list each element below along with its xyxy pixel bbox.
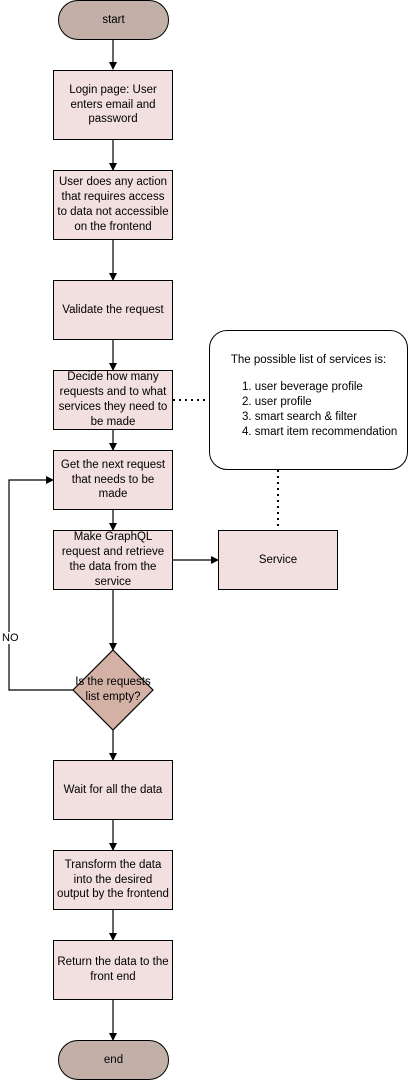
decision-diamond [72,649,154,731]
services-note-title: The possible list of services is: [230,354,387,366]
transform-step-label: Transform the data into the desired outp… [57,858,169,901]
login-step-label: Login page: User enters email and passwo… [69,83,157,126]
decide-step: Decide how many requests and to what ser… [53,370,173,430]
services-list-item: 1. user beverage profile [242,381,363,393]
validate-step-label: Validate the request [62,303,164,316]
services-list: 1. user beverage profile 2. user profile… [242,380,397,440]
login-step: Login page: User enters email and passwo… [53,70,173,140]
services-list-item: 4. smart item recommendation [242,426,398,438]
next-request-step-label: Get the next request that needs to be ma… [60,458,166,501]
service-label: Service [258,553,298,566]
decide-step-label: Decide how many requests and to what ser… [58,371,168,428]
graphql-request-step: Make GraphQL request and retrieve the da… [53,530,173,590]
user-action-step-label: User does any action that requires acces… [57,176,169,233]
graphql-request-step-label: Make GraphQL request and retrieve the da… [61,531,165,588]
wait-step-label: Wait for all the data [63,783,163,796]
return-step: Return the data to the front end [53,940,173,1000]
services-note: The possible list of services is: 1. use… [209,330,408,470]
next-request-step: Get the next request that needs to be ma… [53,450,173,510]
no-edge-label: NO [1,632,20,644]
end-terminal: end [58,1040,169,1080]
validate-step: Validate the request [53,280,173,340]
wait-step: Wait for all the data [53,760,173,820]
start-terminal: start [58,0,169,40]
transform-step: Transform the data into the desired outp… [53,850,173,910]
user-action-step: User does any action that requires acces… [53,170,173,240]
end-label: end [103,1053,124,1066]
return-step-label: Return the data to the front end [57,956,169,983]
service-box: Service [218,530,338,590]
services-list-item: 2. user profile [242,396,312,408]
decision-label: Is the requests list empty? [75,676,151,703]
start-label: start [102,13,125,26]
arrow-no-loop [8,476,73,691]
services-list-item: 3. smart search & filter [242,411,358,423]
